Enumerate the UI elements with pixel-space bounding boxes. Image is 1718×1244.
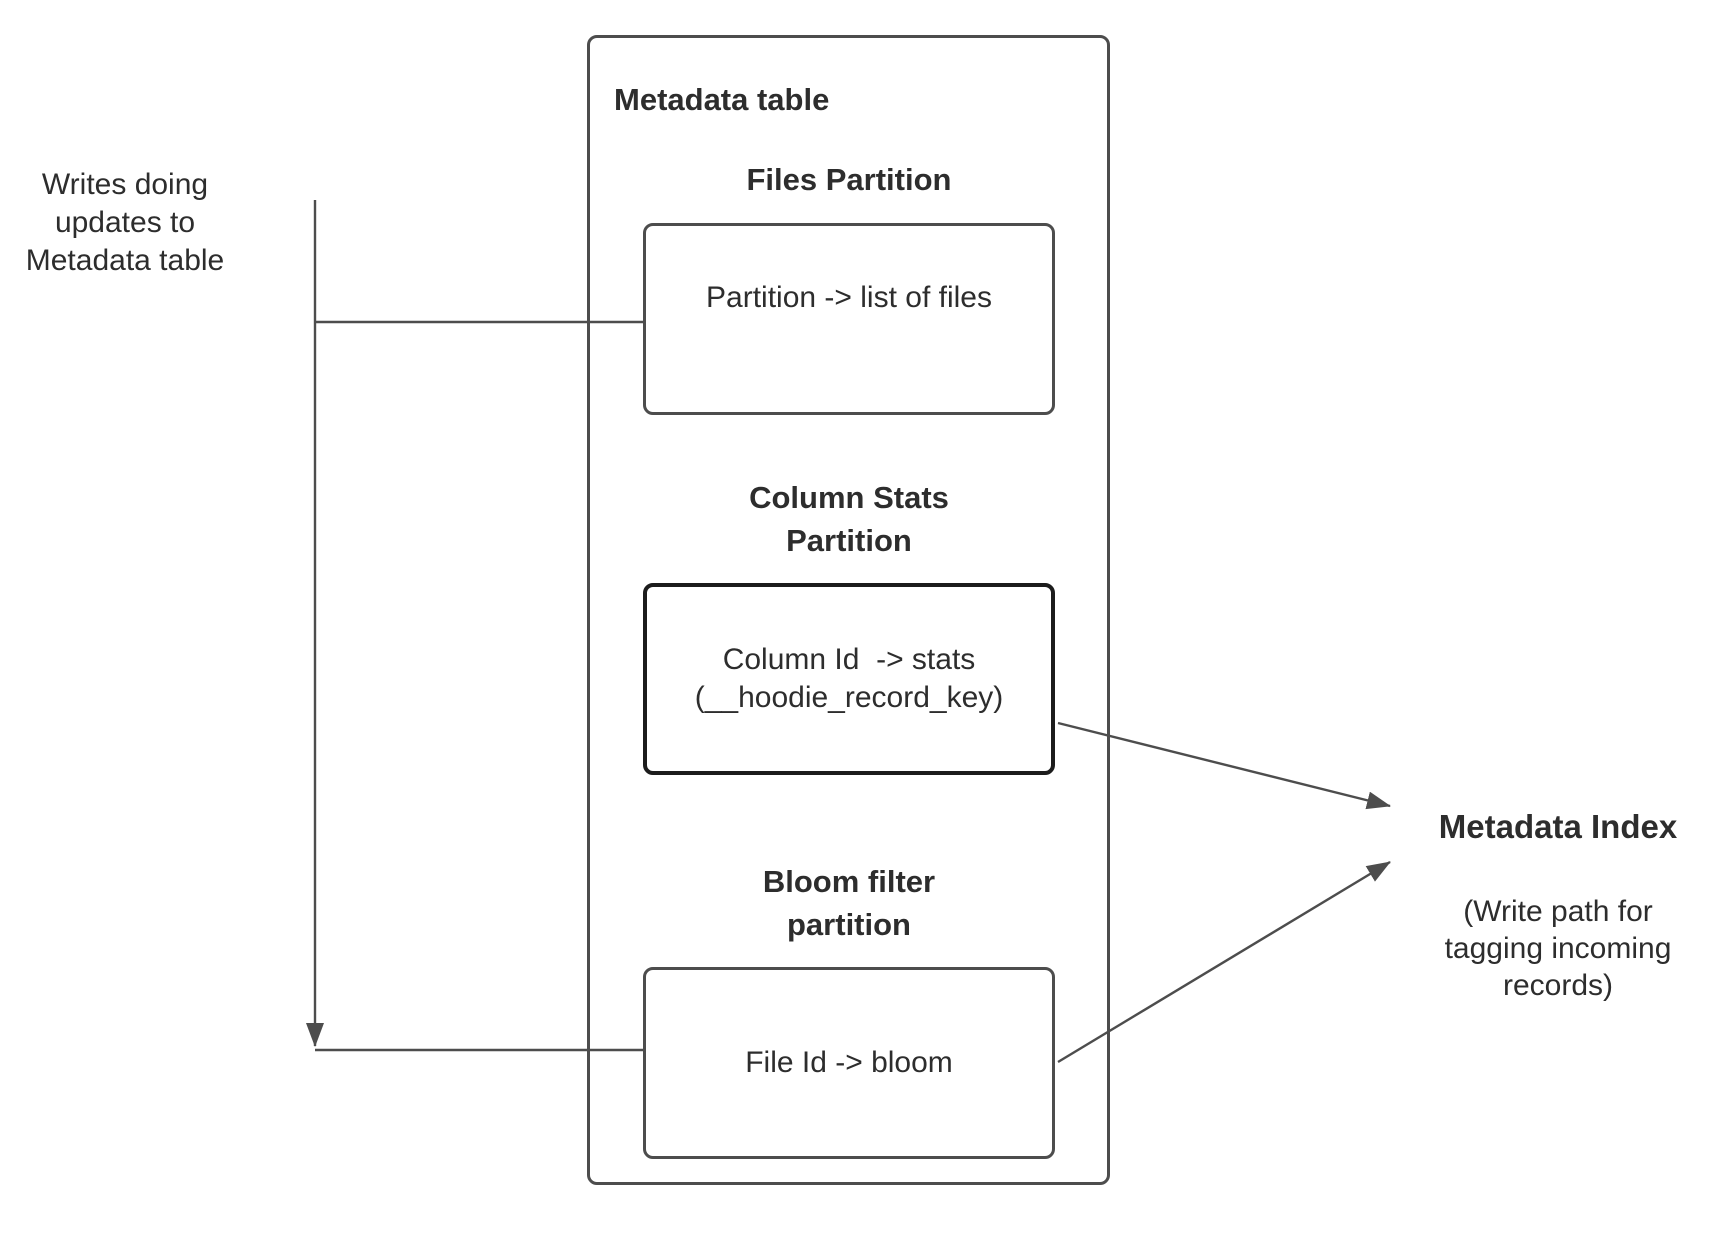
metadata-table-title: Metadata table (614, 82, 830, 117)
metadata-index-subtitle: (Write path for tagging incoming records… (1444, 895, 1672, 1002)
column-stats-partition-box: Column Id -> stats (__hoodie_record_key) (643, 583, 1055, 775)
files-partition-box: Partition -> list of files (643, 223, 1055, 415)
bloom-filter-partition-box: File Id -> bloom (643, 967, 1055, 1159)
column-stats-partition-mapping: Column Id -> stats (__hoodie_record_key) (694, 643, 1004, 714)
metadata-table-box (587, 35, 1110, 1185)
files-partition-mapping: Partition -> list of files (706, 281, 992, 314)
bloom-filter-partition-mapping: File Id -> bloom (745, 1046, 953, 1079)
column-stats-partition-heading: Column Stats Partition (749, 480, 949, 558)
files-partition-heading: Files Partition (746, 162, 952, 197)
bloom-filter-partition-heading: Bloom filter partition (762, 864, 936, 942)
writes-note-label: Writes doing updates to Metadata table (25, 168, 225, 277)
metadata-index-title: Metadata Index (1438, 808, 1678, 845)
